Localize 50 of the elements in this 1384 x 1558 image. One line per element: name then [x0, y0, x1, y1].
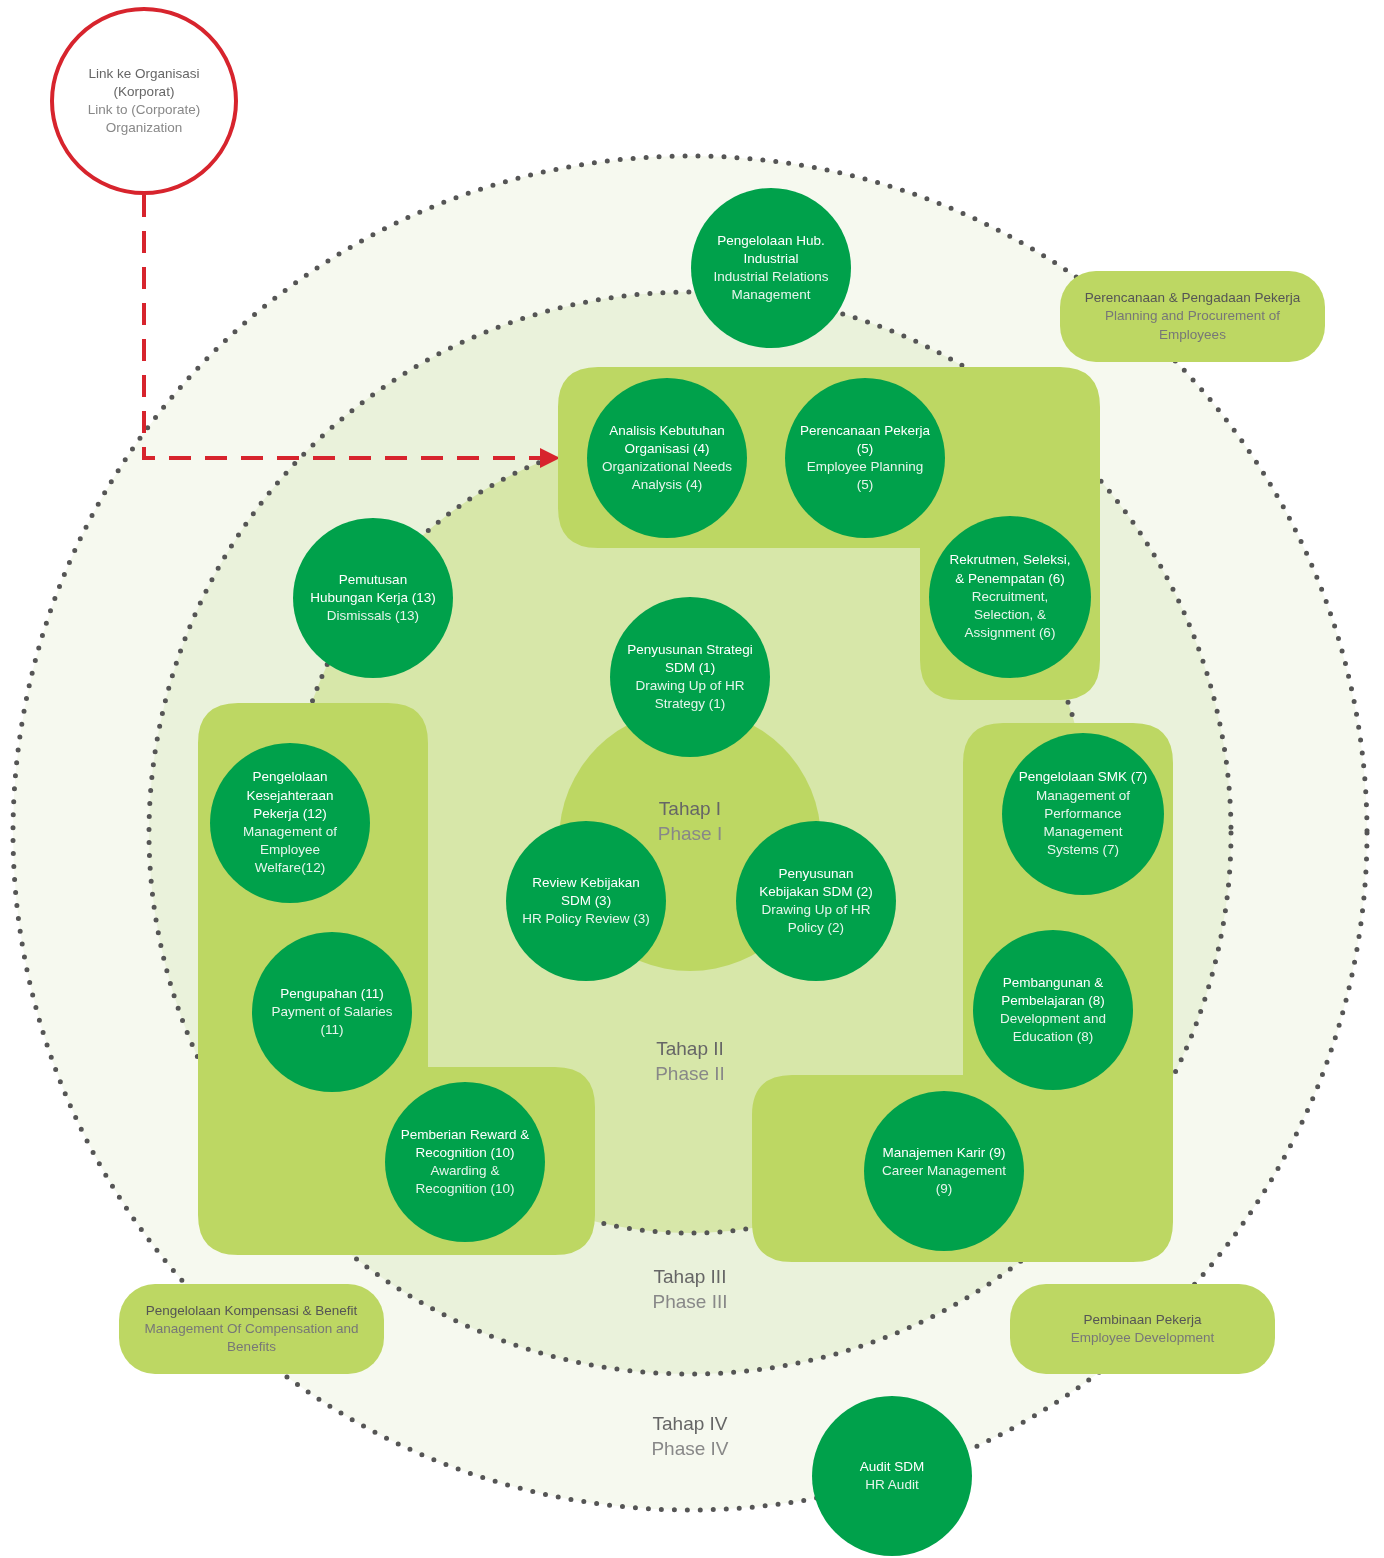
- process-label: Pengelolaan SMK (7): [1017, 768, 1149, 787]
- phase-label: Tahap I: [657, 798, 723, 820]
- category-tag: [1010, 1284, 1275, 1374]
- link-label: Link to (Corporate) Organization: [86, 101, 202, 138]
- category-label: Perencanaan & Pengadaan Pekerja: [1083, 289, 1302, 308]
- process-label: Employee Planning (5): [805, 458, 925, 495]
- process-label: Drawing Up of HR Policy (2): [760, 901, 872, 938]
- category-label: Pengelolaan Kompensasi & Benefit: [144, 1301, 359, 1320]
- category-label: Pembinaan Pekerja: [1082, 1310, 1203, 1329]
- process-label: Penyusunan Strategi SDM (1): [626, 640, 754, 677]
- category-tag: [1060, 271, 1325, 362]
- link-label: Link ke Organisasi (Korporat): [87, 64, 201, 101]
- process-label: Pengupahan (11): [279, 984, 385, 1003]
- process-label: Penyusunan Kebijakan SDM (2): [758, 864, 874, 901]
- process-label: Pemberian Reward & Recognition (10): [399, 1125, 531, 1162]
- arrow: [142, 195, 560, 468]
- process-label: Analisis Kebutuhan Organisasi (4): [608, 421, 726, 458]
- process-label: Management of Employee Welfare(12): [242, 823, 338, 878]
- phase-label: Phase III: [651, 1291, 729, 1313]
- process-label: Pengelolaan Kesejahteraan Pekerja (12): [245, 768, 335, 823]
- process-label: Development and Education (8): [999, 1010, 1107, 1047]
- process-label: Awarding & Recognition (10): [414, 1162, 516, 1199]
- process-label: Career Management (9): [881, 1161, 1007, 1199]
- process-label: Organizational Needs Analysis (4): [601, 458, 733, 495]
- process-label: HR Policy Review (3): [521, 910, 651, 929]
- phase-label: Phase IV: [650, 1438, 730, 1460]
- process-label: Audit SDM: [858, 1457, 926, 1476]
- category-label: Planning and Procurement of Employees: [1104, 307, 1281, 344]
- category-tag: [119, 1284, 384, 1374]
- phase-label: Phase I: [656, 823, 724, 845]
- process-label: Industrial Relations Management: [712, 268, 830, 305]
- process-label: Dismissals (13): [325, 607, 421, 626]
- process-label: Review Kebijakan SDM (3): [531, 873, 641, 910]
- process-label: HR Audit: [864, 1476, 920, 1494]
- phase-label: Tahap II: [655, 1038, 725, 1060]
- process-label: Drawing Up of HR Strategy (1): [634, 677, 746, 714]
- process-label: Pembangunan & Pembelajaran (8): [1000, 973, 1106, 1010]
- process-label: Payment of Salaries (11): [270, 1002, 394, 1040]
- process-label: Perencanaan Pekerja (5): [799, 421, 931, 458]
- process-label: Pengelolaan Hub. Industrial: [716, 231, 826, 268]
- category-label: Employee Development: [1069, 1329, 1216, 1347]
- process-label: Pemutusan Hubungan Kerja (13): [309, 570, 437, 607]
- phase-label: Tahap III: [652, 1266, 728, 1288]
- process-label: Rekrutmen, Seleksi, & Penempatan (6): [948, 551, 1072, 588]
- phase-label: Tahap IV: [651, 1413, 729, 1435]
- process-label: Management of Performance Management Systems (7): [1035, 786, 1131, 860]
- category-label: Management Of Compensation and Benefits: [143, 1319, 360, 1357]
- process-label: Recruitment, Selection, & Assignment (6): [963, 587, 1057, 643]
- phase-label: Phase II: [654, 1063, 726, 1085]
- process-label: Manajemen Karir (9): [881, 1143, 1007, 1162]
